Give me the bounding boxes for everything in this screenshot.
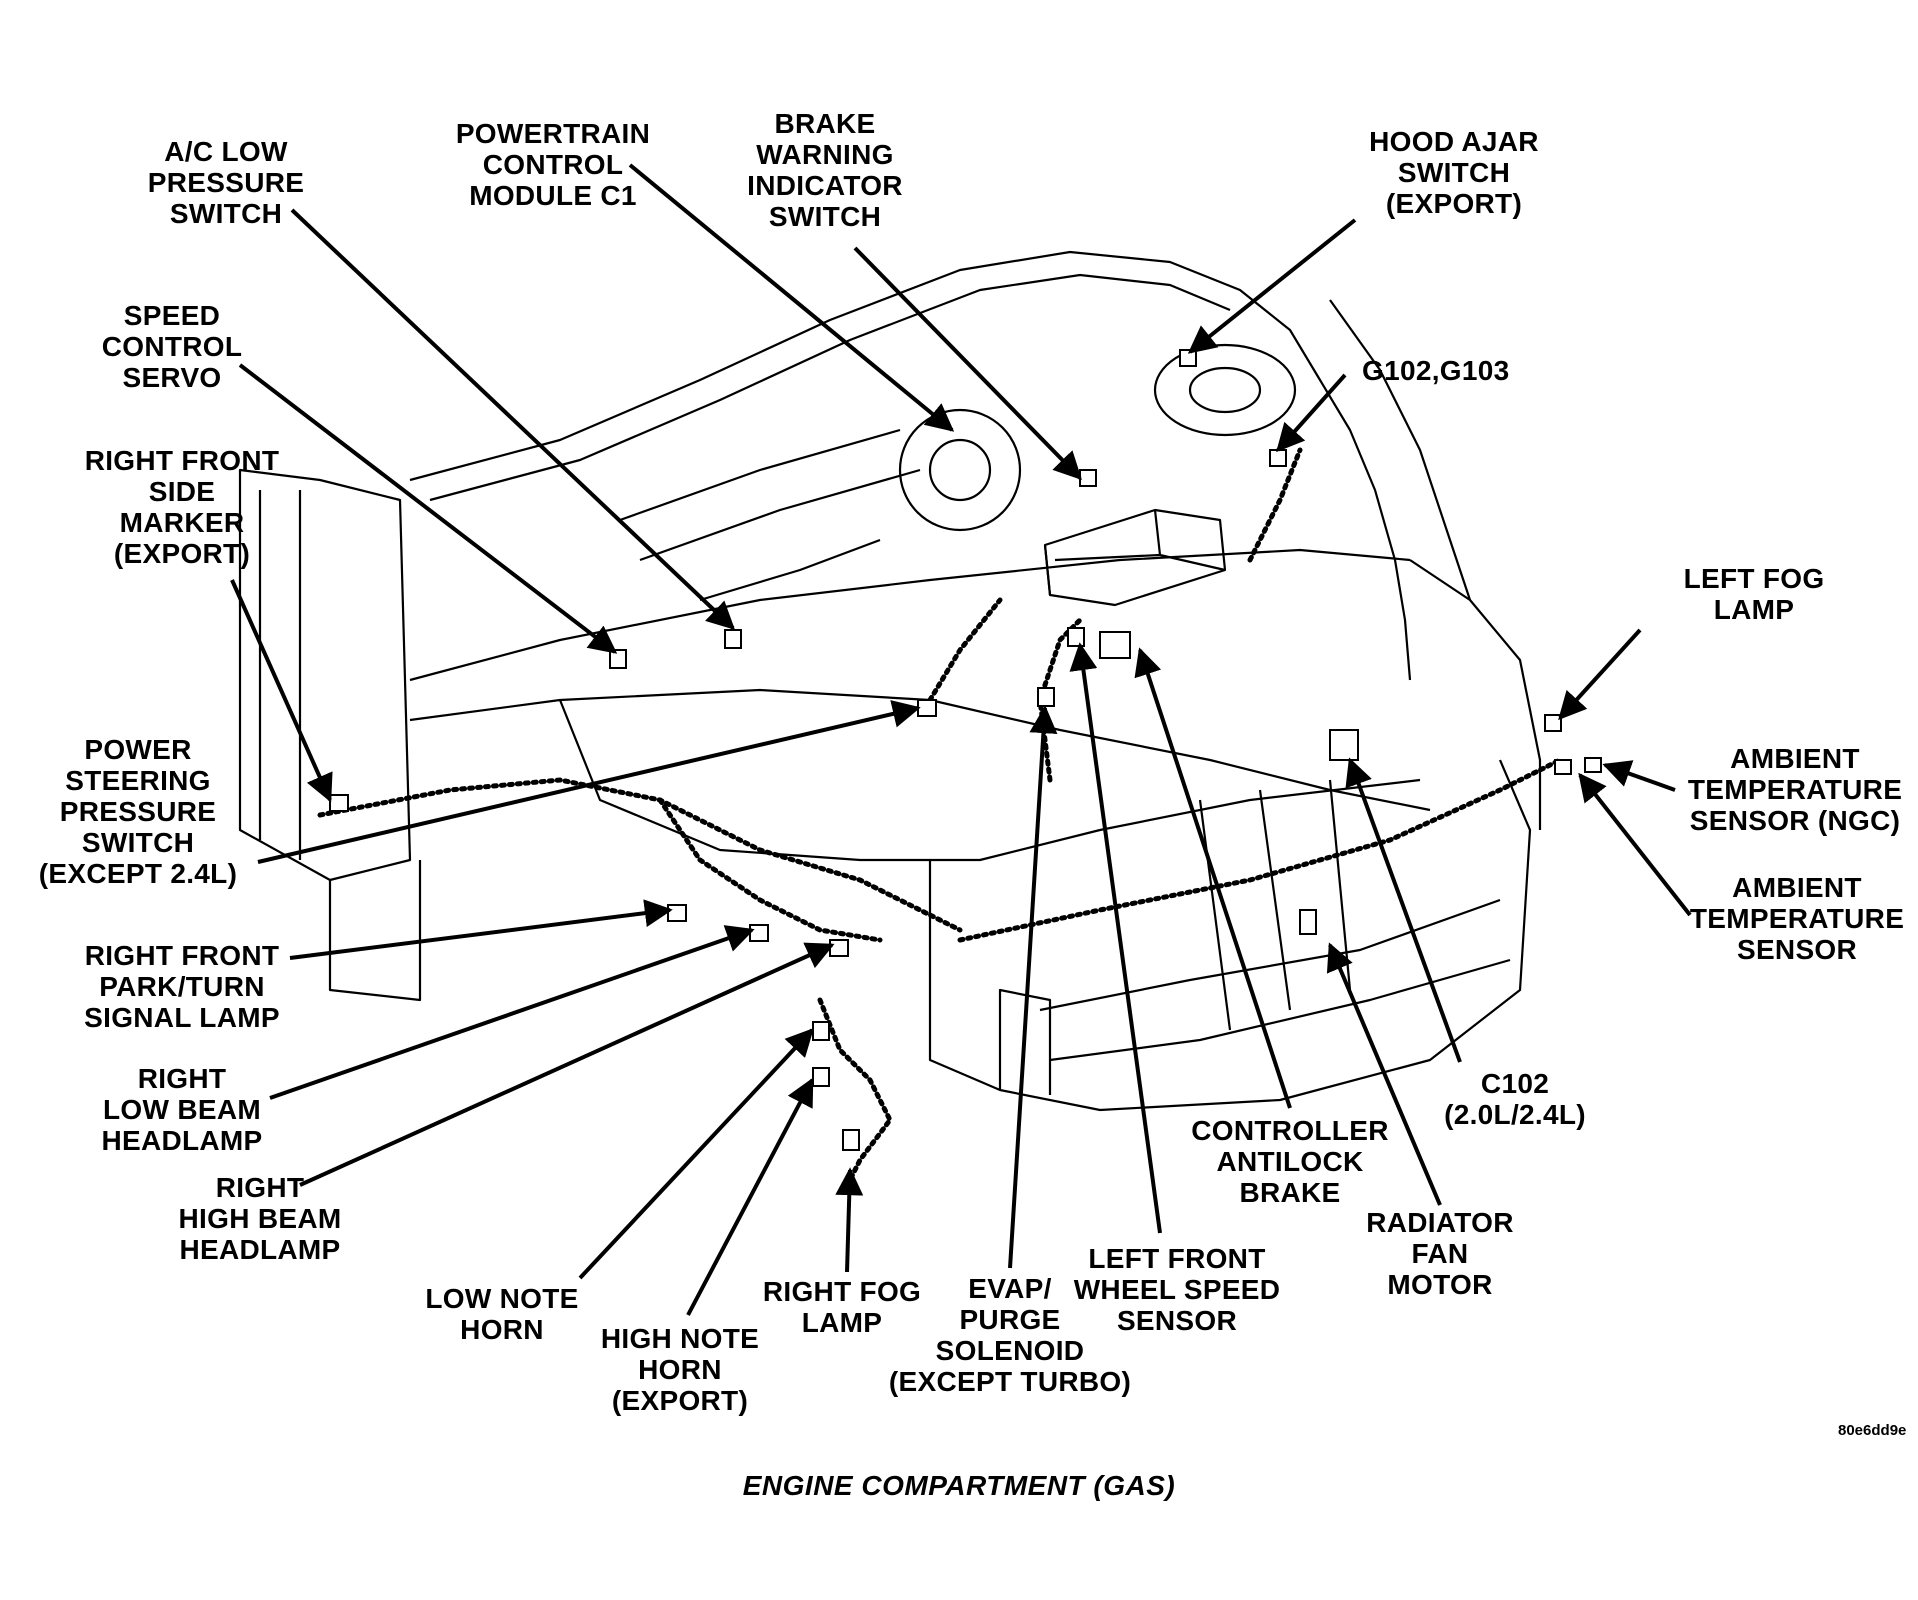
label-speed-control-servo: SPEED CONTROL SERVO (101, 300, 243, 393)
vehicle-body-outline (238, 250, 1542, 1112)
label-powertrain-control-module: POWERTRAIN CONTROL MODULE C1 (455, 118, 651, 211)
arrow-speed-control-servo (238, 363, 618, 654)
label-ac-low-pressure-switch: A/C LOW PRESSURE SWITCH (147, 136, 305, 229)
figure-caption: ENGINE COMPARTMENT (GAS) (742, 1470, 1176, 1501)
arrow-right-high-beam-headlamp (299, 942, 835, 1187)
label-ambient-temperature-sensor-ngc: AMBIENT TEMPERATURE SENSOR (NGC) (1687, 743, 1903, 836)
arrow-right-fog-lamp (835, 1167, 864, 1273)
label-brake-warning-indicator-switch: BRAKE WARNING INDICATOR SWITCH (747, 108, 903, 232)
arrow-low-note-horn (578, 1027, 814, 1280)
label-right-low-beam-headlamp: RIGHT LOW BEAM HEADLAMP (101, 1063, 263, 1156)
arrow-right-front-side-marker (230, 579, 333, 803)
wiring-harness (317, 447, 1563, 1183)
arrow-c102 (1345, 757, 1462, 1063)
arrow-hood-ajar-switch (1187, 218, 1357, 354)
figure-code: 80e6dd9e (1838, 1422, 1907, 1439)
label-evap-purge-solenoid: EVAP/ PURGE SOLENOID (EXCEPT TURBO) (888, 1273, 1132, 1397)
label-ambient-temperature-sensor: AMBIENT TEMPERATURE SENSOR (1689, 872, 1905, 965)
label-low-note-horn: LOW NOTE HORN (425, 1283, 579, 1345)
arrow-controller-antilock-brake (1134, 647, 1292, 1109)
arrow-right-low-beam-headlamp (269, 925, 755, 1100)
arrow-ambient-temperature-sensor (1578, 772, 1692, 917)
connectors (329, 349, 1602, 1151)
arrow-right-front-park-turn-signal-lamp (289, 899, 673, 960)
arrow-powertrain-control-module (628, 163, 955, 432)
label-left-front-wheel-speed-sensor: LEFT FRONT WHEEL SPEED SENSOR (1073, 1243, 1281, 1336)
label-right-high-beam-headlamp: RIGHT HIGH BEAM HEADLAMP (178, 1172, 342, 1265)
arrow-power-steering-pressure-switch (257, 700, 921, 864)
arrow-radiator-fan-motor (1326, 942, 1442, 1206)
label-right-front-side-marker: RIGHT FRONT SIDE MARKER (EXPORT) (84, 445, 280, 569)
arrow-ambient-temperature-sensor-ngc (1602, 760, 1676, 792)
arrow-left-fog-lamp (1558, 628, 1642, 721)
label-radiator-fan-motor: RADIATOR FAN MOTOR (1366, 1207, 1514, 1300)
label-c102: C102 (2.0L/2.4L) (1444, 1068, 1586, 1130)
arrow-evap-purge-solenoid (1008, 705, 1058, 1269)
arrow-left-front-wheel-speed-sensor (1069, 642, 1162, 1234)
label-right-front-park-turn-signal-lamp: RIGHT FRONT PARK/TURN SIGNAL LAMP (84, 940, 280, 1033)
label-power-steering-pressure-switch: POWER STEERING PRESSURE SWITCH (EXCEPT 2… (38, 734, 238, 889)
arrow-g102-g103 (1276, 373, 1347, 453)
arrow-brake-warning-indicator-switch (853, 246, 1082, 481)
leader-arrows (230, 163, 1692, 1316)
label-g102-g103: G102,G103 (1362, 355, 1510, 386)
arrow-ac-low-pressure-switch (290, 208, 736, 630)
label-high-note-horn: HIGH NOTE HORN (EXPORT) (600, 1323, 760, 1416)
arrow-high-note-horn (686, 1077, 814, 1316)
label-hood-ajar-switch: HOOD AJAR SWITCH (EXPORT) (1369, 126, 1539, 219)
label-controller-antilock-brake: CONTROLLER ANTILOCK BRAKE (1191, 1115, 1389, 1208)
label-right-fog-lamp: RIGHT FOG LAMP (762, 1276, 922, 1338)
label-left-fog-lamp: LEFT FOG LAMP (1683, 563, 1825, 625)
